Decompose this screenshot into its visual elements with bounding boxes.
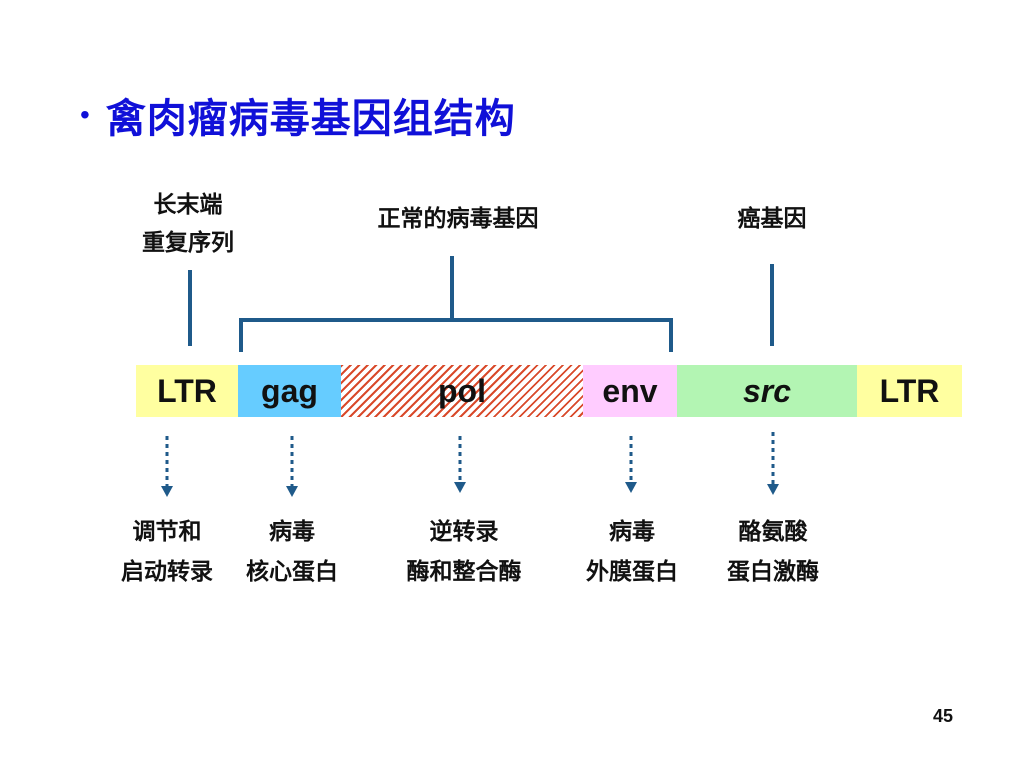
label-env-function: 病毒 外膜蛋白 [586, 518, 678, 585]
label-oncogene: 癌基因 [737, 205, 807, 232]
segment-env: env [583, 365, 677, 417]
label-gag-function: 病毒 核心蛋白 [246, 518, 338, 585]
segment-src: src [677, 365, 857, 417]
arrowhead-gag [286, 486, 298, 497]
arrowhead-pol [454, 482, 466, 493]
label-ltr-long-terminal-repeat: 长末端 重复序列 [142, 191, 234, 256]
slide-title: 禽肉瘤病毒基因组结构 [105, 96, 516, 142]
label-pol-function: 逆转录 酶和整合酶 [406, 518, 522, 585]
label-ltr-function: 调节和 启动转录 [121, 518, 213, 585]
arrowhead-ltr [161, 486, 173, 497]
page-number: 45 [933, 706, 954, 726]
arrowhead-src [767, 484, 779, 495]
segment-ltr-right: LTR [857, 365, 962, 417]
label-normal-viral-genes: 正常的病毒基因 [377, 205, 539, 232]
bullet: • [80, 99, 90, 130]
slide-title-row: • 禽肉瘤病毒基因组结构 [80, 86, 516, 144]
label-src-function: 酪氨酸 蛋白激酶 [727, 518, 819, 585]
segment-pol: pol [341, 365, 583, 417]
arrowhead-env [625, 482, 637, 493]
segment-gag: gag [238, 365, 341, 417]
segment-ltr-left: LTR [136, 365, 238, 417]
genome-bar: LTR gag pol env src LTR [136, 365, 962, 417]
normal-genes-bracket [239, 318, 673, 352]
